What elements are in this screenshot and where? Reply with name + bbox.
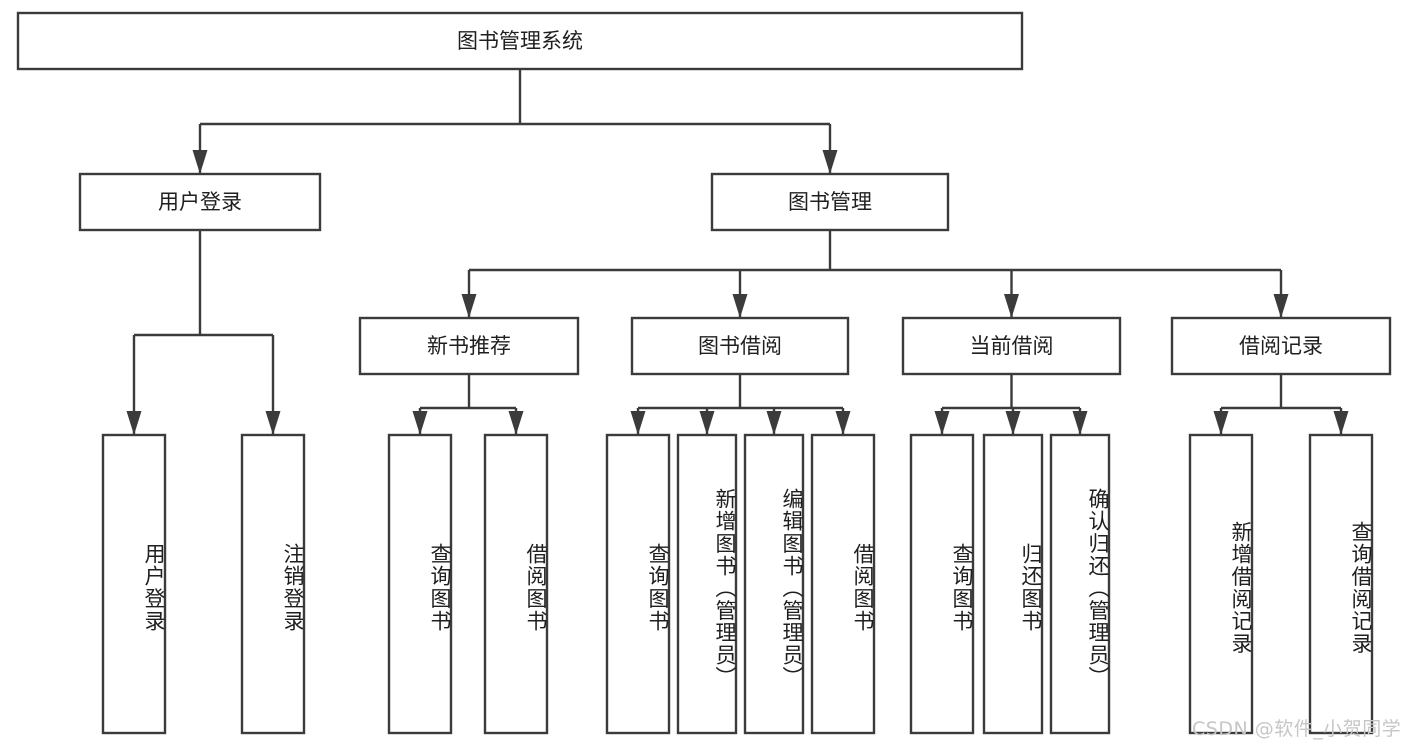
- node-box-leaf-query-book-3[interactable]: [909, 433, 975, 735]
- arrow-head-new-book-rec: [461, 294, 477, 318]
- node-label-new-book-rec: 新书推荐: [427, 334, 511, 358]
- node-box-leaf-borrow-book-1[interactable]: [483, 433, 549, 735]
- node-box-leaf-confirm-return[interactable]: [1049, 433, 1111, 735]
- node-box-current-borrow[interactable]: [901, 316, 1122, 376]
- node-box-leaf-return-book[interactable]: [982, 433, 1044, 735]
- node-box-book-borrow[interactable]: [630, 316, 850, 376]
- node-box-borrow-record[interactable]: [1170, 316, 1392, 376]
- node-box-leaf-query-book-2[interactable]: [605, 433, 671, 735]
- arrow-head-book-borrow: [732, 294, 748, 318]
- csdn-watermark: CSDN @软件_小贺同学: [1192, 718, 1402, 740]
- arrow-head-leaf-edit-book: [766, 411, 782, 435]
- node-box-leaf-borrow-book-2[interactable]: [810, 433, 876, 735]
- connectors-layer: [126, 69, 1349, 435]
- node-label-book-borrow: 图书借阅: [698, 334, 782, 358]
- node-box-user-login[interactable]: [78, 172, 322, 232]
- arrow-head-leaf-add-book: [699, 411, 715, 435]
- arrow-head-leaf-return-book: [1005, 411, 1021, 435]
- arrow-head-leaf-query-book-1: [412, 411, 428, 435]
- node-label-borrow-record: 借阅记录: [1239, 334, 1323, 358]
- arrow-head-leaf-user-login: [126, 411, 142, 435]
- node-box-leaf-edit-book[interactable]: [743, 433, 805, 735]
- node-box-leaf-query-record[interactable]: [1308, 433, 1374, 735]
- node-label-current-borrow: 当前借阅: [970, 334, 1054, 358]
- node-box-leaf-query-book-1[interactable]: [387, 433, 453, 735]
- node-box-book-manage[interactable]: [710, 172, 950, 232]
- node-box-leaf-add-book[interactable]: [676, 433, 738, 735]
- arrow-head-leaf-logout: [265, 411, 281, 435]
- node-box-leaf-add-record[interactable]: [1188, 433, 1254, 735]
- arrow-head-leaf-query-record: [1333, 411, 1349, 435]
- node-box-root[interactable]: [16, 11, 1024, 71]
- node-label-root: 图书管理系统: [457, 29, 583, 53]
- arrow-head-user-login: [192, 150, 208, 174]
- arrow-head-book-manage: [822, 150, 838, 174]
- node-box-leaf-logout[interactable]: [240, 433, 306, 735]
- arrow-head-leaf-borrow-book-1: [508, 411, 524, 435]
- arrow-head-leaf-borrow-book-2: [835, 411, 851, 435]
- arrow-head-leaf-query-book-2: [630, 411, 646, 435]
- node-label-book-manage: 图书管理: [788, 190, 872, 214]
- arrow-head-current-borrow: [1004, 294, 1019, 318]
- arrow-head-borrow-record: [1273, 294, 1289, 318]
- node-box-new-book-rec[interactable]: [358, 316, 580, 376]
- arrow-head-leaf-query-book-3: [934, 411, 950, 435]
- boxes-layer: [16, 11, 1392, 735]
- arrow-head-leaf-add-record: [1213, 411, 1229, 435]
- node-box-leaf-user-login[interactable]: [101, 433, 167, 735]
- node-label-user-login: 用户登录: [158, 190, 242, 214]
- arrow-head-leaf-confirm-return: [1072, 411, 1088, 435]
